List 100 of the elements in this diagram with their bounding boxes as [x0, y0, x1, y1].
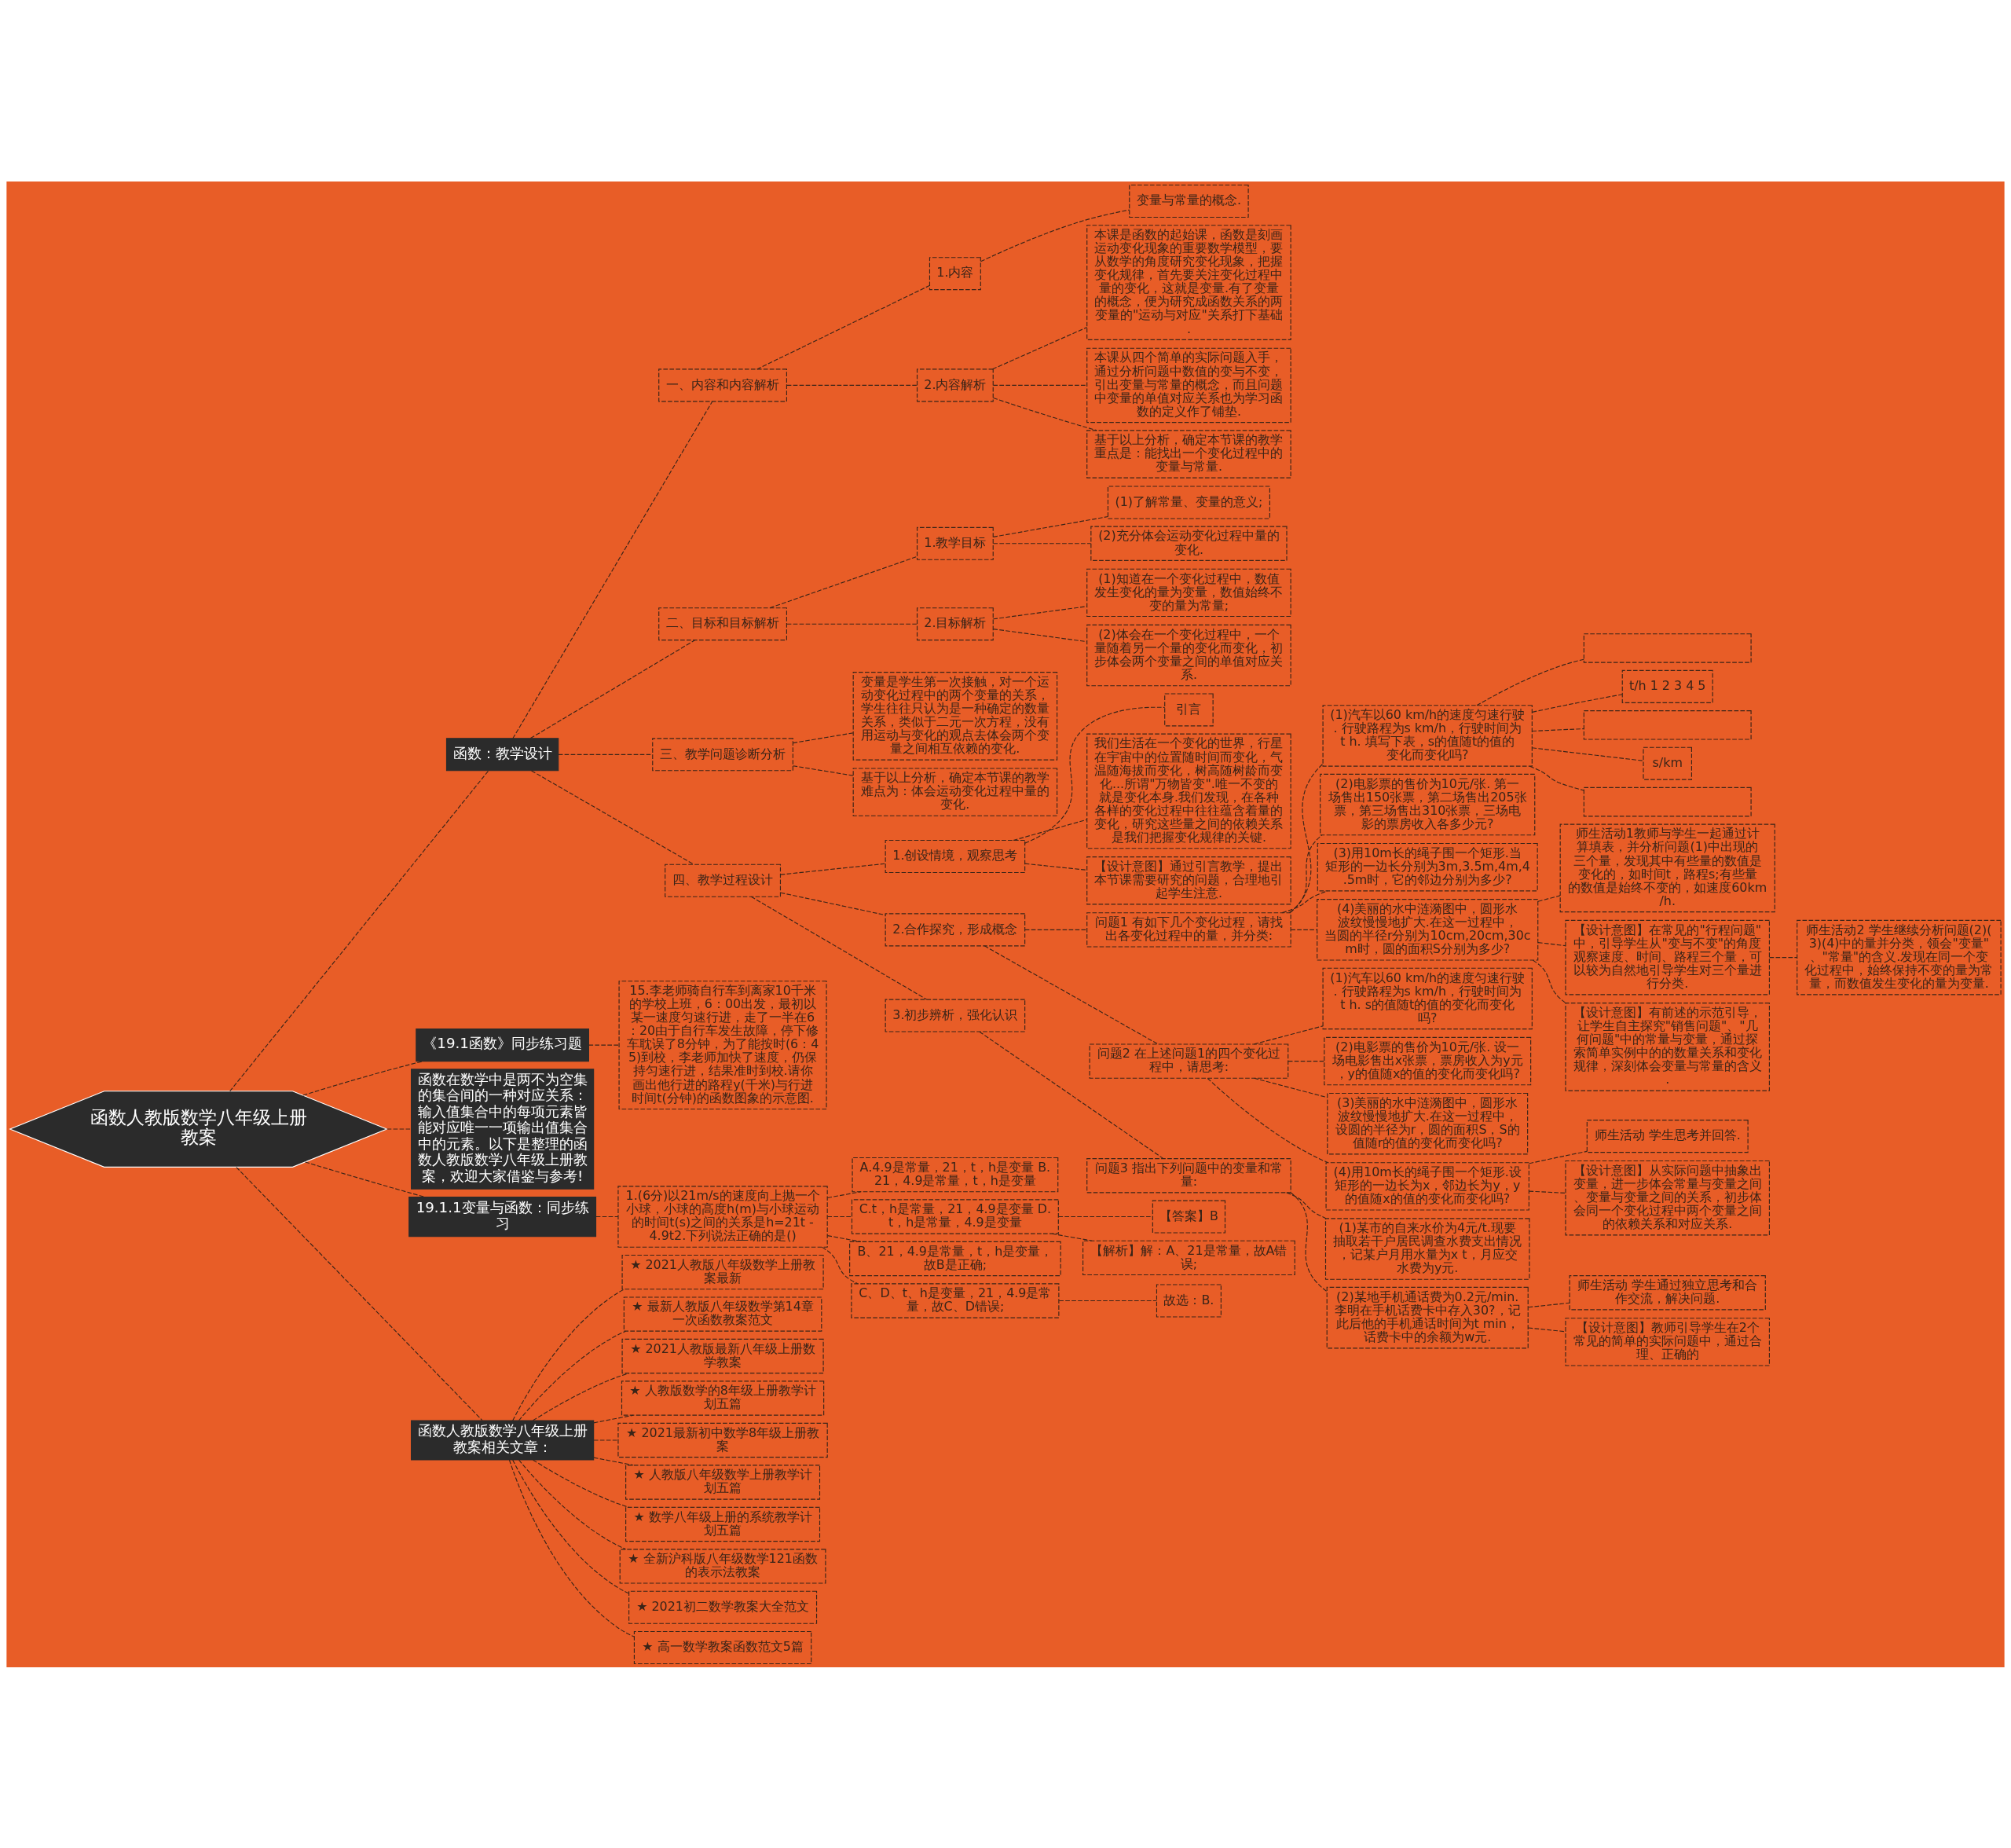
node-box: 师生活动1教师与学生一起通过计算填表，并分析问题(1)中出现的三个量，发现其中有些量的数值是变化的，如时间t，路程s;有些量的数值是始终不变的，如速度60km/h.: [1559, 823, 1775, 912]
connector: [305, 1160, 426, 1197]
connector: [595, 1216, 619, 1217]
connector: [826, 1234, 862, 1242]
connector: [558, 754, 653, 755]
connector: [756, 284, 930, 369]
connector: [780, 892, 886, 915]
connector: [1288, 1060, 1324, 1062]
node-box: 19.1.1变量与函数：同步练习: [408, 1196, 597, 1237]
node-box: t/h 1 2 3 4 5: [1621, 669, 1713, 703]
connector: [302, 1060, 424, 1096]
node-box: 基于以上分析，确定本节课的教学难点为：体会运动变化过程中量的变化.: [852, 767, 1058, 816]
connector: [793, 732, 854, 743]
node-box: 【解析】解：A、21是常量，故A错误;: [1082, 1240, 1295, 1275]
node-box: 师生活动2 学生继续分析问题(2)(3)(4)中的量并分类，领会"变量"、"常量"的含义.发现在同一个变化过程中，始终保持不变的量为常量，而数值发生变化的量为变量.: [1797, 919, 2002, 995]
connector: [992, 384, 1087, 386]
connector: [1024, 929, 1087, 930]
node-box: 师生活动 学生思考并回答.: [1586, 1119, 1749, 1153]
connector: [529, 639, 695, 739]
node-box: 15.李老师骑自行车到离家10千米的学校上班，6：00出发，最初以某一速度匀速行进，走了一半在6：20由于自行车发生故障，停下修车耽误了8分钟，为了能按时(6：45)到校，李老师加快了速度，仍保持匀速行进，结果准时到校.请你画出他行进的路程y(千米)与行进时间t(分钟)的函数图象的示意图.: [618, 980, 827, 1109]
connector: [750, 896, 928, 1000]
node-box: [1583, 632, 1752, 663]
connector: [530, 769, 694, 865]
node-box: B、21，4.9是常量，t，h是变量，故B是正确;: [849, 1241, 1061, 1276]
connector: [1528, 1302, 1570, 1307]
node-box: 3.初步辨析，强化认识: [885, 999, 1026, 1032]
node-box: 【设计意图】有前述的示范引导，让学生自主探究"销售问题"、"几何问题"中的常量与变量，通过探索简单实例中的的数量关系和变化规律，深刻体会变量与常量的含义.: [1565, 1002, 1770, 1091]
connector: [236, 1166, 483, 1421]
connector: [786, 623, 918, 625]
node-box: 问题3 指出下列问题中的变量和常量:: [1086, 1157, 1291, 1193]
connector: [1537, 894, 1561, 902]
connector: [1024, 706, 1166, 844]
node-box: ★ 最新人教版八年级数学第14章一次函数教案范文: [623, 1296, 822, 1332]
node-box: 本课是函数的起始课，函数是刻画运动变化现象的重要数学模型，要从数学的角度研究变化现象，把握变化规律，首先要关注变化过程中量的变化，这就是变量.有了变量的概念，便为研究成函数关系的两变量的"运动与对应"关系打下基础.: [1086, 224, 1291, 340]
node-box: 函数：教学设计: [445, 737, 559, 771]
node-box: C、D、t、h是变量，21，4.9是常量，故C、D错误;: [851, 1282, 1060, 1318]
connector: [1532, 693, 1623, 713]
node-box: (1)了解常量、变量的意义;: [1107, 485, 1270, 519]
node-box: 函数在数学中是两不为空集的集合间的一种对应关系：输入值集合中的每项元素皆能对应唯一一项输出值集合中的元素。以下是整理的函数人教版数学八年级上册教案，欢迎大家借鉴与参考!: [410, 1068, 595, 1190]
connector: [980, 209, 1130, 262]
connector: [984, 944, 1159, 1044]
node-box: 四、教学过程设计: [665, 864, 782, 897]
node-box: ★ 2021人教版八年级数学上册教案最新: [621, 1254, 824, 1289]
node-box: C.t，h是常量，21，4.9是变量 D.t，h是常量，4.9是变量: [851, 1198, 1059, 1234]
node-box: (2)体会在一个变化过程中，一个量随着另一个量的变化而变化，初步体会两个变量之间的单值对应关系.: [1086, 624, 1291, 686]
node-box: 引言: [1164, 692, 1214, 726]
connector: [769, 556, 918, 608]
connector: [508, 1459, 635, 1637]
connector: [786, 384, 918, 386]
node-box: [1583, 786, 1752, 816]
connector: [1476, 658, 1584, 706]
connector: [826, 1216, 852, 1217]
connector: [991, 326, 1088, 369]
node-box: 一、内容和内容解析: [658, 368, 787, 402]
connector: [992, 605, 1087, 619]
node-box: ★ 2021初二数学教案大全范文: [628, 1590, 818, 1624]
connector: [1254, 1077, 1328, 1098]
connector: [229, 769, 489, 1091]
node-box: 我们生活在一个变化的世界，行星在宇宙中的位置随时间而变化，气温随海拔而变化，树高随树龄而变化...所谓"万物皆变".唯一不变的就是变化本身.我们发现，在各种各样的变化过程中往往蕴含着量的变化，研究这些量之间的依赖关系是我们把握变化规律的关键.: [1086, 733, 1291, 849]
node-box: 【设计意图】教师引导学生在2个常见的简单的实际问题中，通过合理、正确的: [1565, 1317, 1770, 1366]
node-box: (3)用10m长的绳子围一个矩形.当矩形的一边长分别为3m,3.5m,4m,4.5m时，它的邻边分别为多少?: [1317, 842, 1538, 891]
node-box: ★ 数学八年级上册的系统教学计划五篇: [625, 1506, 821, 1542]
connector: [1281, 889, 1328, 913]
connector: [386, 1128, 412, 1130]
connector: [512, 1288, 625, 1421]
node-box: 二、目标和目标解析: [658, 607, 787, 640]
node-box: (1)某市的自来水价为4元/t.现要抽取若干户居民调查水费支出情况，记某户月用水量为x t，月应交水费为y元.: [1324, 1217, 1530, 1280]
connector: [1531, 746, 1644, 761]
node-box: 1.创设情境，观察思考: [885, 839, 1026, 873]
node-box: 故选：B.: [1156, 1283, 1222, 1318]
connector: [1532, 959, 1566, 1003]
node-box: (1)汽车以60 km/h的速度匀速行驶. 行驶路程为s km/h，行驶时间为t h. s的值随t的值的变化而变化吗?: [1322, 967, 1533, 1029]
node-box: ★ 人教版八年级数学上册教学计划五篇: [625, 1464, 821, 1500]
node-box: 2.目标解析: [916, 607, 994, 640]
connector: [1288, 834, 1323, 913]
connector: [1528, 1150, 1588, 1164]
connector: [1528, 1326, 1566, 1332]
connector: [1531, 728, 1584, 732]
node-box: ★ 人教版数学的8年级上册教学计划五篇: [621, 1380, 825, 1416]
node-box: 《19.1函数》同步练习题: [416, 1028, 589, 1062]
connector: [593, 1457, 634, 1465]
node-box: 1.教学目标: [916, 526, 994, 560]
connector: [1528, 1190, 1566, 1194]
node-box: [1583, 710, 1752, 740]
node-box: (1)知道在一个变化过程中，数值发生变化的量为变量，数值始终不变的量为常量;: [1086, 568, 1291, 617]
node-box: 变量与常量的概念.: [1129, 184, 1249, 218]
node-box: ★ 2021最新初中数学8年级上册教案: [617, 1422, 828, 1458]
connector: [533, 1372, 629, 1421]
connector: [1024, 863, 1087, 871]
connector: [992, 542, 1092, 544]
node-box: 问题2 在上述问题1的四个变化过程中，请思考:: [1089, 1043, 1289, 1079]
node-box: A.4.9是常量，21，t，h是变量 B.21，4.9是常量，t，h是变量: [852, 1157, 1059, 1192]
connector: [979, 1031, 1164, 1159]
connector: [588, 1044, 620, 1046]
connector: [1768, 956, 1798, 958]
connector: [518, 1330, 627, 1421]
connector: [1254, 1025, 1324, 1044]
node-box: 基于以上分析，确定本节课的教学重点是：能找出一个变化过程中的变量与常量.: [1086, 429, 1291, 478]
connector: [1290, 1192, 1328, 1292]
node-box: 【设计意图】通过引言教学，提出本节课需要研究的问题，合理地引起学生注意.: [1086, 856, 1291, 904]
